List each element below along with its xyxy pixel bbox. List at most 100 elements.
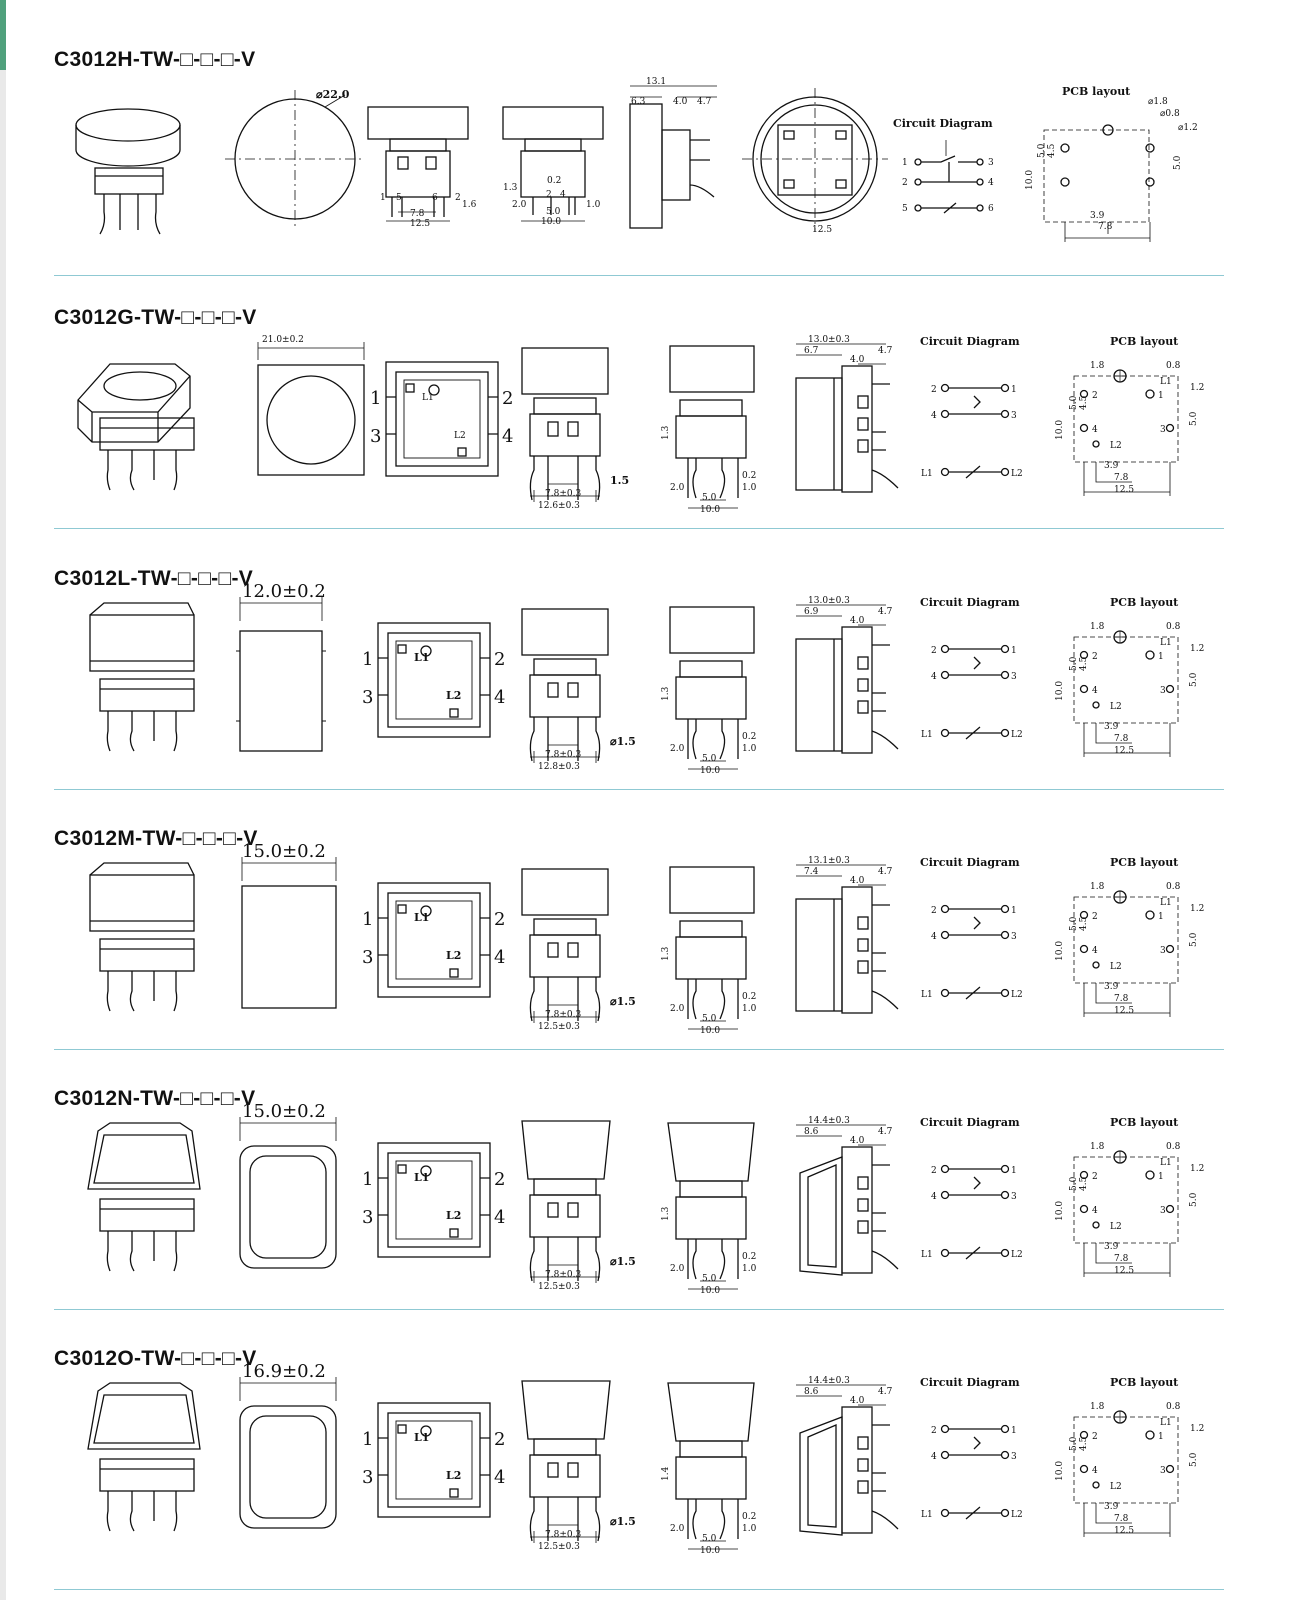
width-dim-label: 12.5±0.3	[538, 1282, 580, 1292]
pcb-dim-50: 5.0	[1069, 1436, 1079, 1451]
circuit-pin-l1: L1	[921, 469, 933, 479]
pcb-dim-100: 10.0	[1055, 1201, 1065, 1221]
front-pin-1: 1	[380, 193, 386, 203]
front-dim-16: 1.6	[462, 200, 477, 210]
pcb-dim-78: 7.8	[1098, 222, 1113, 232]
pcb-dim-18: 1.8	[1090, 361, 1105, 371]
pcb-pin-3: 3	[1160, 425, 1166, 435]
iso-view	[89, 862, 195, 1012]
pcb-title: PCB layout	[1110, 856, 1179, 869]
pcb-l2: L2	[1110, 1222, 1122, 1232]
front-view	[521, 868, 609, 1023]
pcb-dim-50: 5.0	[1037, 143, 1047, 158]
front-pin-3: 3	[362, 687, 373, 708]
circuit-pin-2: 2	[931, 1166, 937, 1176]
pcb-dim-39: 3.9	[1104, 982, 1119, 992]
circuit-pin-2: 2	[902, 178, 908, 188]
iso-view	[75, 108, 181, 235]
top-view	[239, 1377, 337, 1529]
side-dim-100: 10.0	[700, 505, 720, 515]
top-view	[236, 597, 326, 752]
profile-dim-c: 4.7	[878, 607, 893, 617]
pcb-dim-39: 3.9	[1090, 211, 1105, 221]
profile-dim-b: 4.0	[673, 97, 688, 107]
circuit-pin-4: 4	[931, 932, 937, 942]
product-title: C3012L-TW-□-□-□-V	[54, 567, 254, 590]
side-dim-13: 1.3	[661, 686, 671, 701]
profile-view	[796, 1384, 899, 1536]
pcb-dim-50: 5.0	[1069, 656, 1079, 671]
pcb-dim-100: 10.0	[1055, 941, 1065, 961]
pcb-l1: L1	[1160, 638, 1172, 648]
circuit-diagram	[940, 1424, 1010, 1520]
pcb-dim-78: 7.8	[1114, 473, 1129, 483]
circuit-pin-3: 3	[1011, 932, 1017, 942]
side-dim-02: 0.2	[742, 992, 756, 1002]
side-dim-20: 2.0	[670, 1524, 685, 1534]
pcb-dim-08: 0.8	[1166, 882, 1181, 892]
pcb-dim-100: 10.0	[1055, 1461, 1065, 1481]
front-diameter-label: ⌀1.5	[610, 1255, 636, 1268]
product-title: C3012M-TW-□-□-□-V	[54, 827, 258, 850]
front-pin-3: 3	[370, 426, 381, 447]
side-view	[669, 606, 755, 770]
circuit-diagram	[940, 644, 1010, 740]
pcb-dim-12: ⌀1.2	[1178, 123, 1198, 133]
pcb-pin-3: 3	[1160, 1466, 1166, 1476]
pcb-dim-100: 10.0	[1025, 170, 1035, 190]
front-pin-6: 6	[432, 193, 438, 203]
circuit-pin-4: 4	[931, 672, 937, 682]
pcb-dim-100: 10.0	[1055, 681, 1065, 701]
pcb-dim-08: 0.8	[1166, 361, 1181, 371]
profile-dim-a: 7.4	[804, 867, 819, 877]
product-title: C3012G-TW-□-□-□-V	[54, 306, 257, 329]
cap-dim-label: 21.0±0.2	[262, 335, 304, 345]
pcb-dim-50b: 5.0	[1189, 1192, 1199, 1207]
profile-dim-b: 4.0	[850, 616, 865, 626]
pcb-dim-12: 1.2	[1190, 904, 1204, 914]
front-pin-1: 1	[362, 909, 373, 930]
circuit-title: Circuit Diagram	[920, 856, 1020, 869]
bottom-dim-label: 12.5	[812, 225, 832, 235]
side-dim-50: 5.0	[546, 207, 561, 217]
iso-view	[77, 363, 195, 491]
pcb-title: PCB layout	[1110, 596, 1179, 609]
circuit-pin-3: 3	[1011, 411, 1017, 421]
width-dim-label: 12.6±0.3	[538, 501, 580, 511]
section-separator	[54, 1589, 1224, 1590]
side-dim-02: 0.2	[547, 176, 561, 186]
circuit-pin-2: 2	[931, 1426, 937, 1436]
circuit-pin-6: 6	[988, 204, 994, 214]
profile-view	[629, 85, 717, 229]
width-dim-label: 12.5±0.3	[538, 1022, 580, 1032]
pcb-pin-4: 4	[1092, 686, 1098, 696]
circuit-pin-3: 3	[1011, 1452, 1017, 1462]
section-c3012h: C3012H-TW-□-□-□-V	[0, 0, 1313, 276]
side-dim-100: 10.0	[700, 1286, 720, 1296]
circuit-title: Circuit Diagram	[893, 117, 993, 130]
pcb-pin-4: 4	[1092, 946, 1098, 956]
pcb-l2: L2	[1110, 1482, 1122, 1492]
pcb-l2: L2	[1110, 962, 1122, 972]
section-separator	[54, 275, 1224, 276]
side-dim-13: 1.3	[661, 425, 671, 440]
bottom-view	[377, 1402, 491, 1518]
profile-view	[796, 1124, 899, 1276]
bottom-view	[385, 361, 499, 477]
profile-dim-a: 6.9	[804, 607, 819, 617]
pitch-dim-label: 7.8	[410, 209, 425, 219]
pcb-layout	[1073, 1150, 1179, 1277]
pcb-title: PCB layout	[1110, 1376, 1179, 1389]
pcb-layout	[1073, 369, 1179, 496]
cap-dim-label: 15.0±0.2	[242, 1101, 326, 1122]
circuit-title: Circuit Diagram	[920, 596, 1020, 609]
pcb-dim-125: 12.5	[1114, 1266, 1134, 1276]
iso-view	[87, 1382, 201, 1532]
pcb-pin-1: 1	[1158, 1172, 1164, 1182]
pcb-pin-2: 2	[1092, 391, 1098, 401]
pcb-dim-45: 4.5	[1047, 143, 1057, 158]
circuit-pin-l2: L2	[1011, 990, 1023, 1000]
pcb-dim-100: 10.0	[1055, 420, 1065, 440]
